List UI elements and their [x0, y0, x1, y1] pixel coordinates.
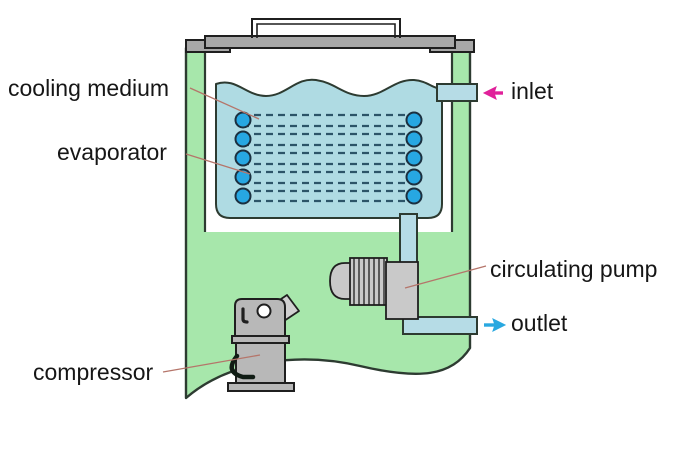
compressor-hook-fitting	[241, 307, 249, 324]
arrows-group	[482, 86, 507, 332]
outlet-arrow-head	[492, 318, 507, 332]
lid-handle	[251, 18, 401, 38]
coil-circle	[405, 149, 423, 167]
pump-rear-cap	[329, 262, 353, 300]
compressor-port-circle	[256, 303, 272, 319]
coil-circle	[234, 149, 252, 167]
leader-lines-group	[162, 87, 487, 373]
coil-circles-left	[234, 111, 252, 205]
outlet-pipe-group	[402, 316, 478, 335]
compressor-group	[227, 294, 300, 392]
coil-circle	[234, 187, 252, 205]
inlet-pipe-group	[436, 83, 478, 102]
inlet-pipe	[436, 83, 478, 102]
inlet-arrow-head	[482, 86, 497, 100]
coil-circles-right	[405, 111, 423, 205]
circulating-pump-group	[329, 257, 419, 320]
pump-housing	[385, 261, 419, 320]
label-circulating-pump: circulating pump	[490, 256, 657, 282]
evaporator-coil-group	[234, 111, 423, 205]
coil-circle	[405, 187, 423, 205]
coil-circle	[234, 130, 252, 148]
pump-cooling-fins	[353, 258, 385, 305]
lid-bar	[204, 35, 456, 49]
compressor-top-shell	[234, 298, 286, 337]
coil-dashed-lines	[242, 113, 412, 203]
leader-line-cooling-medium	[189, 87, 260, 120]
leader-line-circulating-pump	[404, 265, 487, 289]
compressor-mid-band	[231, 335, 290, 344]
lid-handle-inner	[256, 23, 396, 38]
label-inlet: inlet	[511, 78, 554, 104]
compressor-base	[227, 382, 295, 392]
coil-circle	[405, 130, 423, 148]
label-outlet: outlet	[511, 310, 568, 336]
labels-group: cooling medium evaporator compressor inl…	[8, 75, 657, 385]
coil-circle	[405, 111, 423, 129]
leader-line-compressor	[162, 354, 261, 373]
coil-circle	[405, 168, 423, 186]
outlet-arrow-icon	[484, 318, 507, 332]
label-cooling-medium: cooling medium	[8, 75, 169, 101]
outlet-pipe	[402, 316, 478, 335]
label-evaporator: evaporator	[57, 139, 167, 165]
tank-lid-group	[185, 18, 475, 53]
inlet-arrow-icon	[482, 86, 503, 100]
leader-line-evaporator	[185, 153, 251, 175]
label-compressor: compressor	[33, 359, 153, 385]
